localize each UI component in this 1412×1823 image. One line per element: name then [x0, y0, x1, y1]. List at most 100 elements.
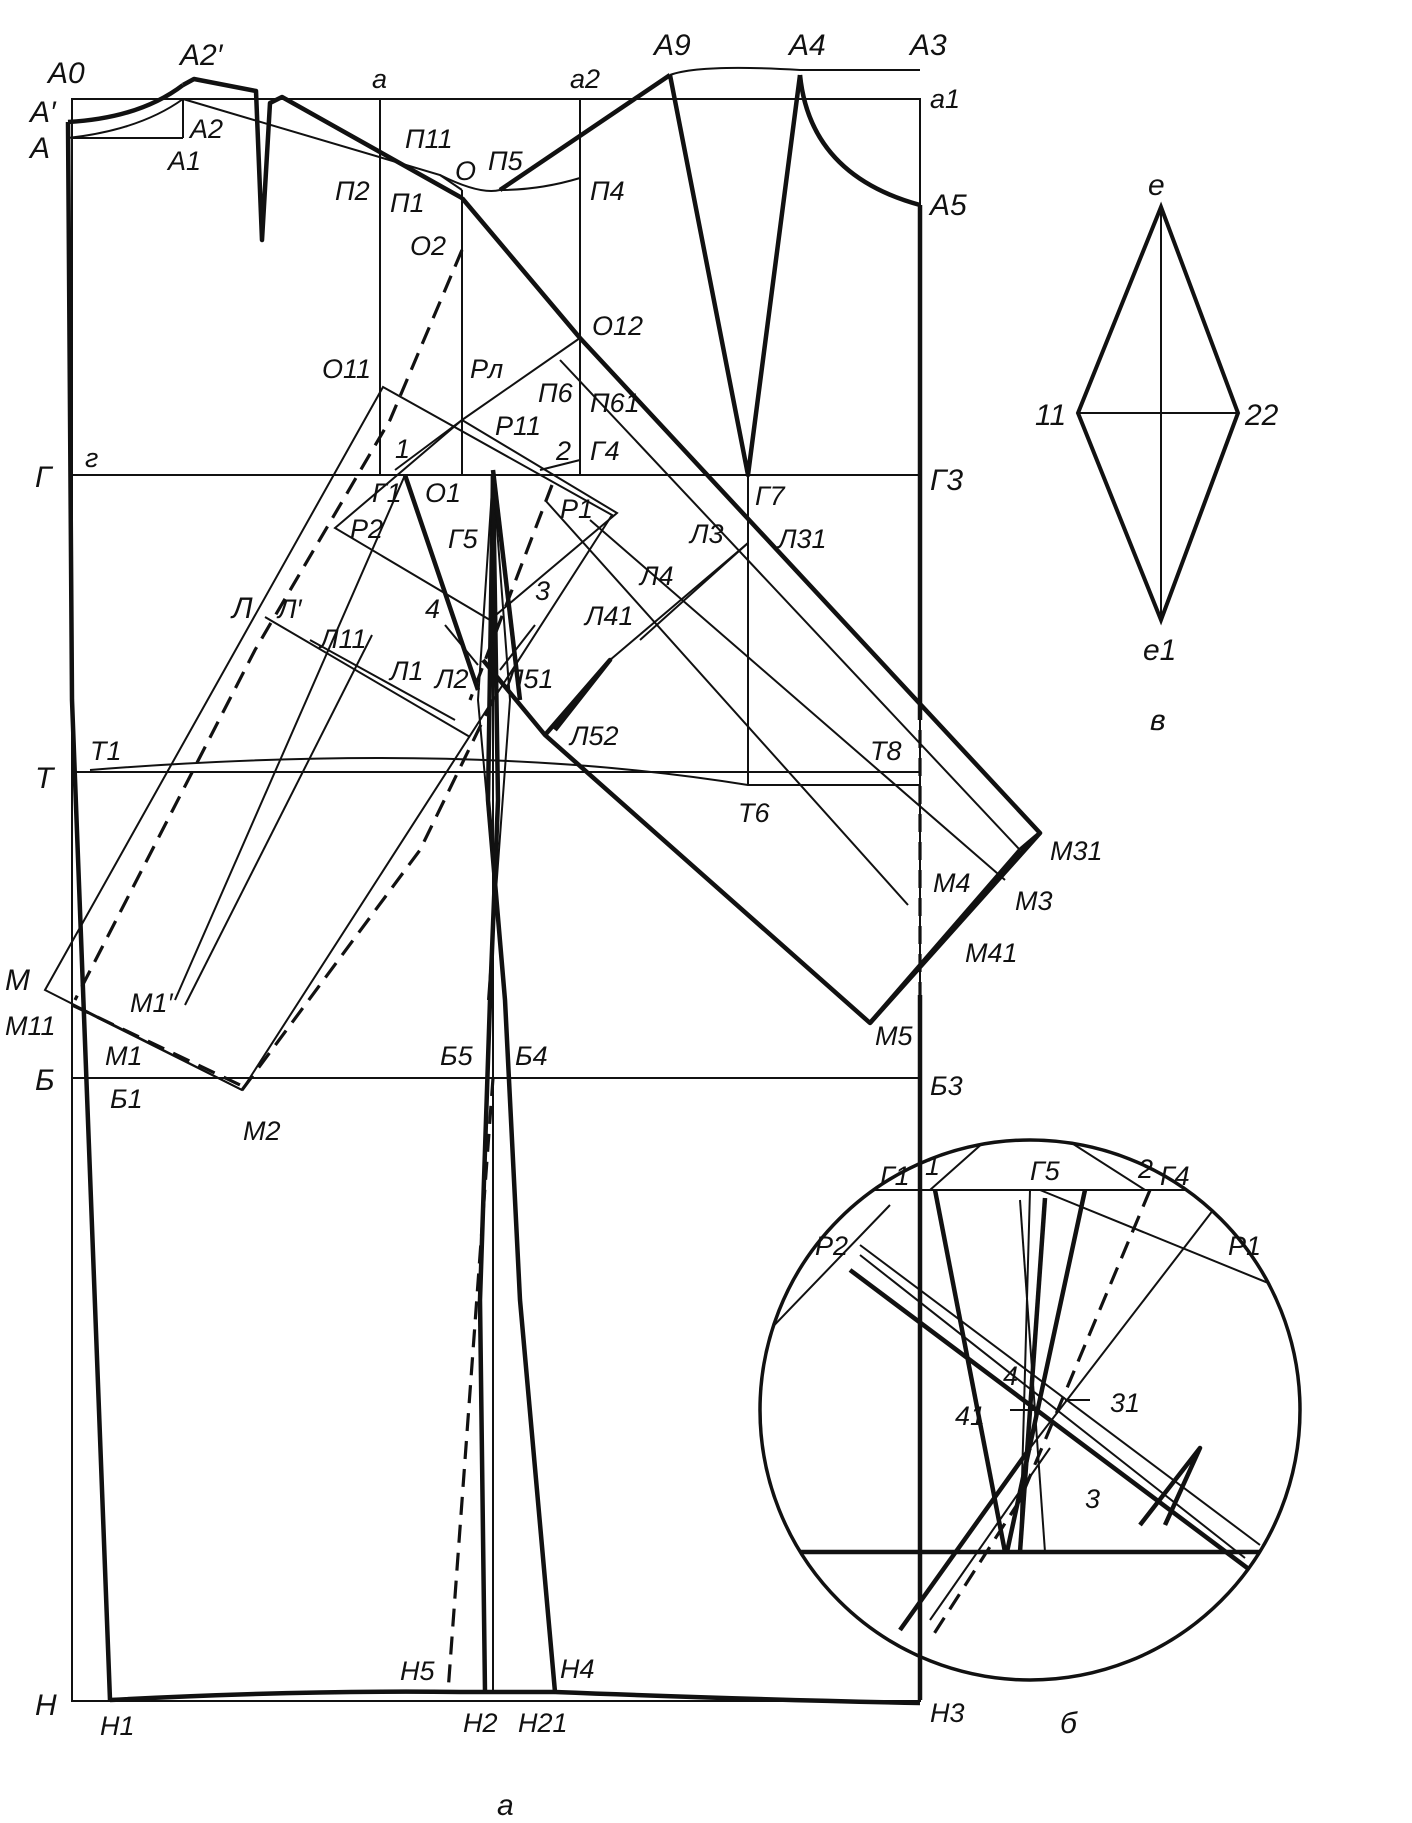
dashed-sleeve-hem: [71, 1003, 241, 1087]
label-g: Г: [35, 461, 54, 494]
label-l1: Л1: [388, 656, 424, 686]
inset-label-41: 41: [955, 1401, 985, 1431]
inset-dart: [1138, 1445, 1203, 1527]
gusset-3: [499, 624, 536, 671]
label-a0: A0: [46, 57, 85, 90]
sleeve-l41-l3: [639, 542, 749, 641]
inset-label-r1: P1: [1228, 1231, 1261, 1261]
label-b3: Б3: [930, 1071, 963, 1101]
inset-right-edge: [1039, 1189, 1300, 1301]
side-curve-2: [487, 474, 512, 1001]
label-o12: O12: [592, 311, 643, 341]
label-o: O: [455, 156, 476, 186]
label-small-a: a: [372, 64, 387, 94]
label-m1: M1: [105, 1041, 143, 1071]
label-a1: A1: [166, 146, 201, 176]
inset-label-g5: Г5: [1030, 1156, 1061, 1186]
gusset-line-center: [490, 469, 523, 701]
rhombus-label-e1: e1: [1143, 634, 1176, 667]
label-a9: A9: [652, 29, 691, 62]
inset-circle: [758, 1138, 1302, 1682]
label-o11: O11: [322, 354, 371, 384]
sleeve-corner: [1018, 831, 1042, 852]
label-g7: Г7: [755, 481, 786, 511]
label-lp: Л′: [276, 594, 303, 624]
label-b1: Б1: [110, 1084, 143, 1114]
label-a: A: [28, 132, 50, 165]
sleeve-inner-back: [174, 474, 406, 1001]
label-g3: Г3: [930, 464, 963, 497]
inset-thin-lower-left: [929, 1447, 1051, 1621]
label-small-a2: a2: [570, 64, 600, 94]
label-l31: Л31: [776, 524, 827, 554]
label-a4: A4: [787, 29, 826, 62]
label-l41: Л41: [583, 601, 634, 631]
side-seam-back: [477, 474, 501, 1693]
label-p2: П2: [335, 176, 370, 206]
label-l2: Л2: [433, 664, 469, 694]
hem-back: [109, 1689, 555, 1703]
label-r2: P2: [350, 514, 383, 544]
label-four: 4: [425, 594, 440, 624]
label-m5: M5: [875, 1021, 913, 1051]
sleeve-elbow-line-l: [264, 616, 471, 738]
inset-inner-diag: [859, 1254, 1246, 1559]
rhombus-label-e: e: [1148, 169, 1165, 202]
rhombus-detail: e e1 11 22: [1035, 169, 1279, 667]
inset-detail: Г1 1 Г5 2 Г4 P2 P1 4 41 31 3: [758, 1138, 1302, 1682]
front-neckline: [797, 74, 921, 208]
label-b4: Б4: [515, 1041, 548, 1071]
center-back-line: [65, 121, 113, 1701]
label-l4: Л4: [638, 561, 674, 591]
gusset-outline: [333, 418, 619, 622]
label-three: 3: [535, 576, 550, 606]
label-rl: Pл: [470, 354, 503, 384]
label-m: M: [5, 964, 30, 997]
line-rl-o12: [461, 337, 581, 421]
label-p5: П5: [488, 146, 524, 176]
inset-label-two: 2: [1137, 1154, 1153, 1184]
label-m11: M11: [5, 1011, 56, 1041]
back-sleeve-rectangle: [43, 385, 614, 1092]
sleeve-inner-line-3: [544, 499, 909, 906]
label-two: 2: [555, 436, 571, 466]
label-h2: H2: [463, 1708, 498, 1738]
inset-left-diag: [760, 1204, 891, 1341]
back-shoulder-with-dart: [181, 76, 464, 243]
label-h1: H1: [100, 1711, 135, 1741]
label-small-a1: a1: [930, 84, 960, 114]
label-m4: M4: [933, 868, 971, 898]
label-b5: Б5: [440, 1041, 474, 1071]
dashed-sleeve-lower: [240, 699, 495, 1091]
label-r11: P11: [495, 411, 541, 441]
sleeve-outline-front: [460, 196, 1043, 1026]
label-g4: Г4: [590, 436, 620, 466]
inset-bold-lower-left: [898, 1446, 1032, 1632]
inset-side-b: [1019, 1199, 1046, 1553]
label-l51: Л51: [503, 664, 554, 694]
label-t8: T8: [870, 736, 902, 766]
label-o1: O1: [425, 478, 461, 508]
sleeve-inner-line-4: [589, 519, 1006, 881]
label-o2: O2: [410, 231, 446, 261]
inset-bold-o1: [932, 1189, 1008, 1553]
inset-label-three: 3: [1085, 1484, 1100, 1514]
label-t: T: [35, 762, 56, 795]
label-t6: T6: [738, 798, 770, 828]
gusset-line-o1: [402, 474, 481, 691]
label-m41: M41: [965, 938, 1018, 968]
label-t1: T1: [90, 736, 122, 766]
inset-bold-diag: [848, 1268, 1292, 1602]
front-dart-big: [667, 74, 803, 478]
bold-outlines: [65, 66, 923, 1706]
rhombus-label-11: 11: [1035, 399, 1066, 432]
label-m31: M31: [1050, 836, 1103, 866]
dashed-side-lower: [446, 1077, 495, 1693]
sleeve-bottom-edge: [868, 848, 1022, 1025]
label-p61: П61: [590, 388, 640, 418]
inset-label-four: 4: [1003, 1361, 1018, 1391]
gusset-dashed: [468, 484, 554, 701]
label-p6: П6: [538, 378, 574, 408]
label-l11: Л11: [318, 624, 367, 654]
